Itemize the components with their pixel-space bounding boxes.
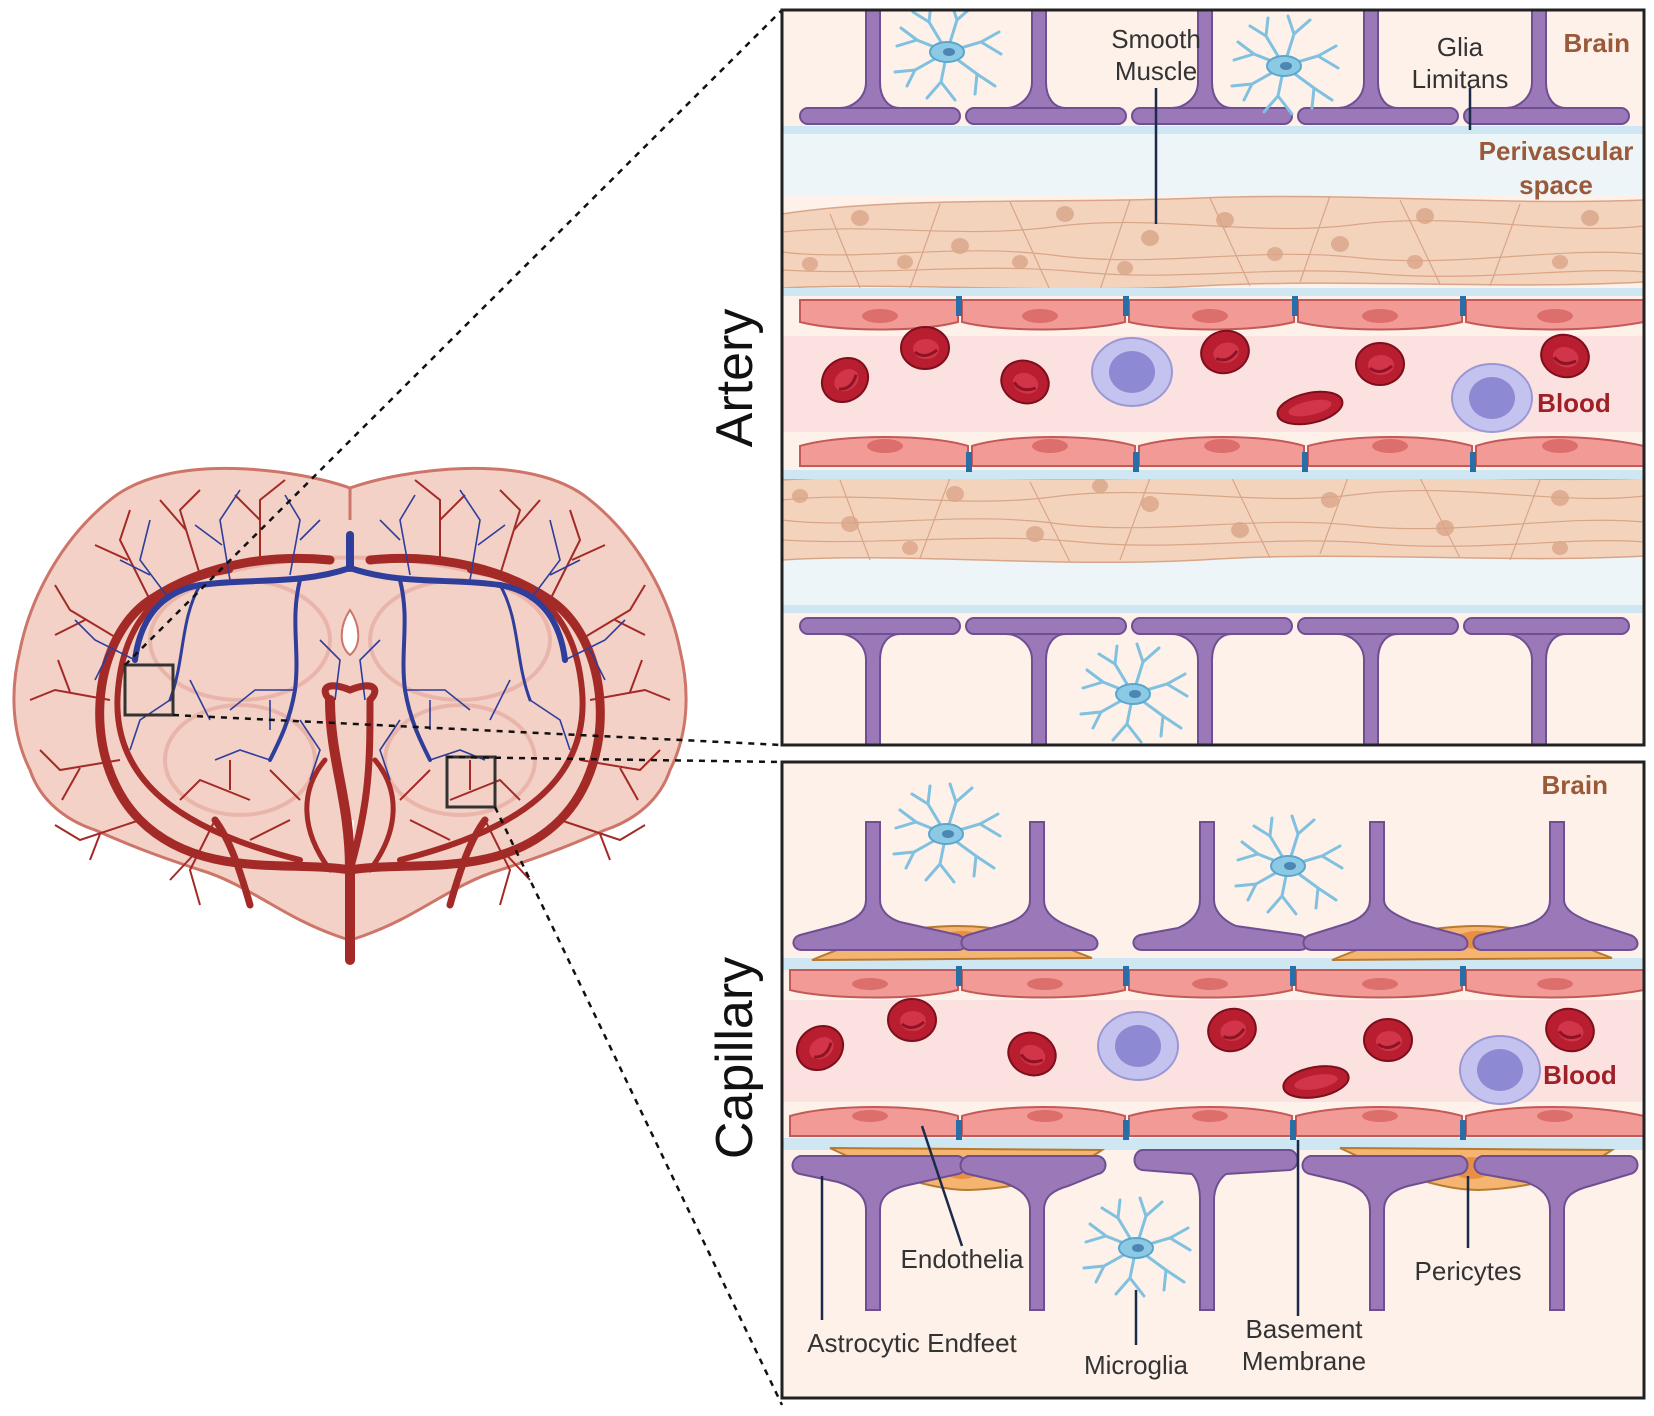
glia-limitans-bottom xyxy=(782,605,1644,613)
zoom-connectors xyxy=(124,9,784,1406)
ventricle xyxy=(340,608,360,657)
astrocytic-endfeet-bottom xyxy=(799,617,1630,745)
perivascular-space-bottom xyxy=(782,555,1644,605)
capillary-blood-label: Blood xyxy=(1543,1060,1617,1090)
red-blood-cell xyxy=(886,997,938,1043)
red-blood-cell xyxy=(899,325,951,371)
capillary-leader-lines xyxy=(820,1125,1470,1345)
white-blood-cell xyxy=(1459,1035,1541,1105)
smooth-muscle-label-line1: Smooth xyxy=(1111,24,1201,54)
capillary-panel: Brain Blood Endothelia Pericytes Astrocy… xyxy=(780,760,1646,1400)
venous-network xyxy=(132,531,568,762)
perivascular-label-line1: Perivascular xyxy=(1479,136,1634,166)
brain-coronal-section xyxy=(12,466,688,965)
zoom-box-artery xyxy=(123,663,175,717)
capillary-astrocytic-endfeet-top xyxy=(792,821,1639,951)
endothelium-bottom xyxy=(799,436,1644,472)
astrocytic-endfeet-top xyxy=(799,10,1630,125)
endothelia-leader xyxy=(920,1125,964,1247)
astrocytic-endfeet-label: Astrocytic Endfeet xyxy=(807,1328,1017,1358)
artery-blood-label: Blood xyxy=(1537,388,1611,418)
capillary-panel-border xyxy=(780,760,1646,1400)
artery-side-label: Artery xyxy=(706,309,764,448)
white-blood-cell xyxy=(1451,363,1533,433)
artery-panel: Smooth Muscle Glia Limitans Brain Periva… xyxy=(780,8,1646,747)
zoom-box-capillary xyxy=(445,755,497,809)
capillary-side-label: Capillary xyxy=(706,957,764,1159)
capillary-endothelium-top xyxy=(789,966,1644,999)
white-blood-cell xyxy=(1097,1011,1179,1081)
venous-branches xyxy=(74,489,626,781)
glia-limitans-top xyxy=(782,126,1644,134)
capillary-brain-label: Brain xyxy=(1542,770,1608,800)
glia-limitans-label-line2: Limitans xyxy=(1412,64,1509,94)
white-blood-cell xyxy=(1091,337,1173,407)
red-blood-cell xyxy=(1362,1017,1414,1063)
smooth-muscle-label-line2: Muscle xyxy=(1115,56,1197,86)
basement-membrane-label-line1: Basement xyxy=(1245,1314,1363,1344)
microglia-label: Microglia xyxy=(1084,1350,1189,1380)
artery-panel-border xyxy=(780,8,1646,747)
perivascular-space-top xyxy=(782,134,1644,196)
red-blood-cell xyxy=(1354,341,1406,387)
endothelium-top xyxy=(799,296,1644,331)
capillary-endothelium-bottom xyxy=(789,1106,1644,1140)
artery-brain-label: Brain xyxy=(1564,28,1630,58)
endothelia-label: Endothelia xyxy=(901,1244,1024,1274)
glia-limitans-label-line1: Glia xyxy=(1437,32,1484,62)
basement-membrane-label-line2: Membrane xyxy=(1242,1346,1366,1376)
smooth-muscle-layer-top xyxy=(782,195,1644,291)
capillary-astrocytic-endfeet-bottom xyxy=(791,1149,1639,1311)
pericytes-label: Pericytes xyxy=(1415,1256,1522,1286)
smooth-muscle-layer-bottom xyxy=(782,471,1644,564)
arterial-branches xyxy=(29,479,671,906)
perivascular-label-line2: space xyxy=(1519,170,1593,200)
